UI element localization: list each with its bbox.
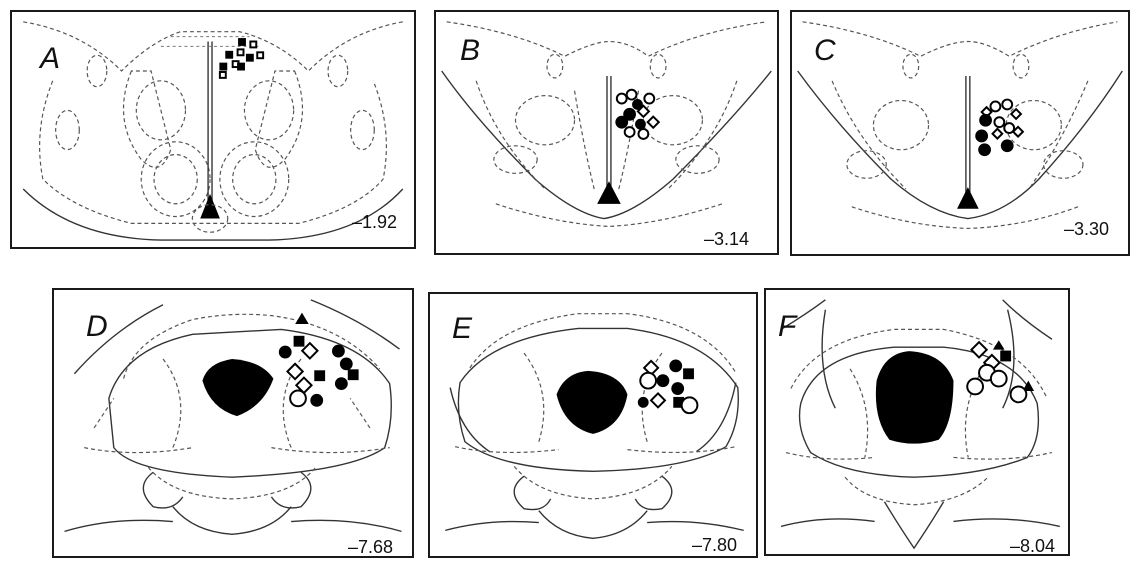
panel-label-e: E <box>452 314 472 344</box>
brain-section-c <box>792 12 1128 254</box>
coordinate-label-b: –3.14 <box>704 230 749 248</box>
brain-section-d <box>54 290 412 556</box>
panel-label-c: C <box>814 36 836 66</box>
coordinate-label-f: –8.04 <box>1010 537 1055 555</box>
panel-f: F –8.04 <box>764 288 1070 556</box>
panel-d: D –7.68 <box>52 288 414 558</box>
panel-c: C –3.30 <box>790 10 1130 256</box>
panel-label-a: A <box>40 44 60 74</box>
panel-b: B –3.14 <box>434 10 779 255</box>
coordinate-label-a: –1.92 <box>352 213 397 231</box>
coordinate-label-d: –7.68 <box>348 538 393 556</box>
coordinate-label-c: –3.30 <box>1064 220 1109 238</box>
panel-label-b: B <box>460 36 480 66</box>
brain-section-f <box>766 290 1068 554</box>
panel-e: E –7.80 <box>428 292 758 558</box>
brain-section-b <box>436 12 777 253</box>
panel-label-f: F <box>778 312 796 342</box>
brain-section-e <box>430 294 756 556</box>
panel-a: A –1.92 <box>10 10 416 249</box>
coordinate-label-e: –7.80 <box>692 536 737 554</box>
panel-label-d: D <box>86 312 108 342</box>
